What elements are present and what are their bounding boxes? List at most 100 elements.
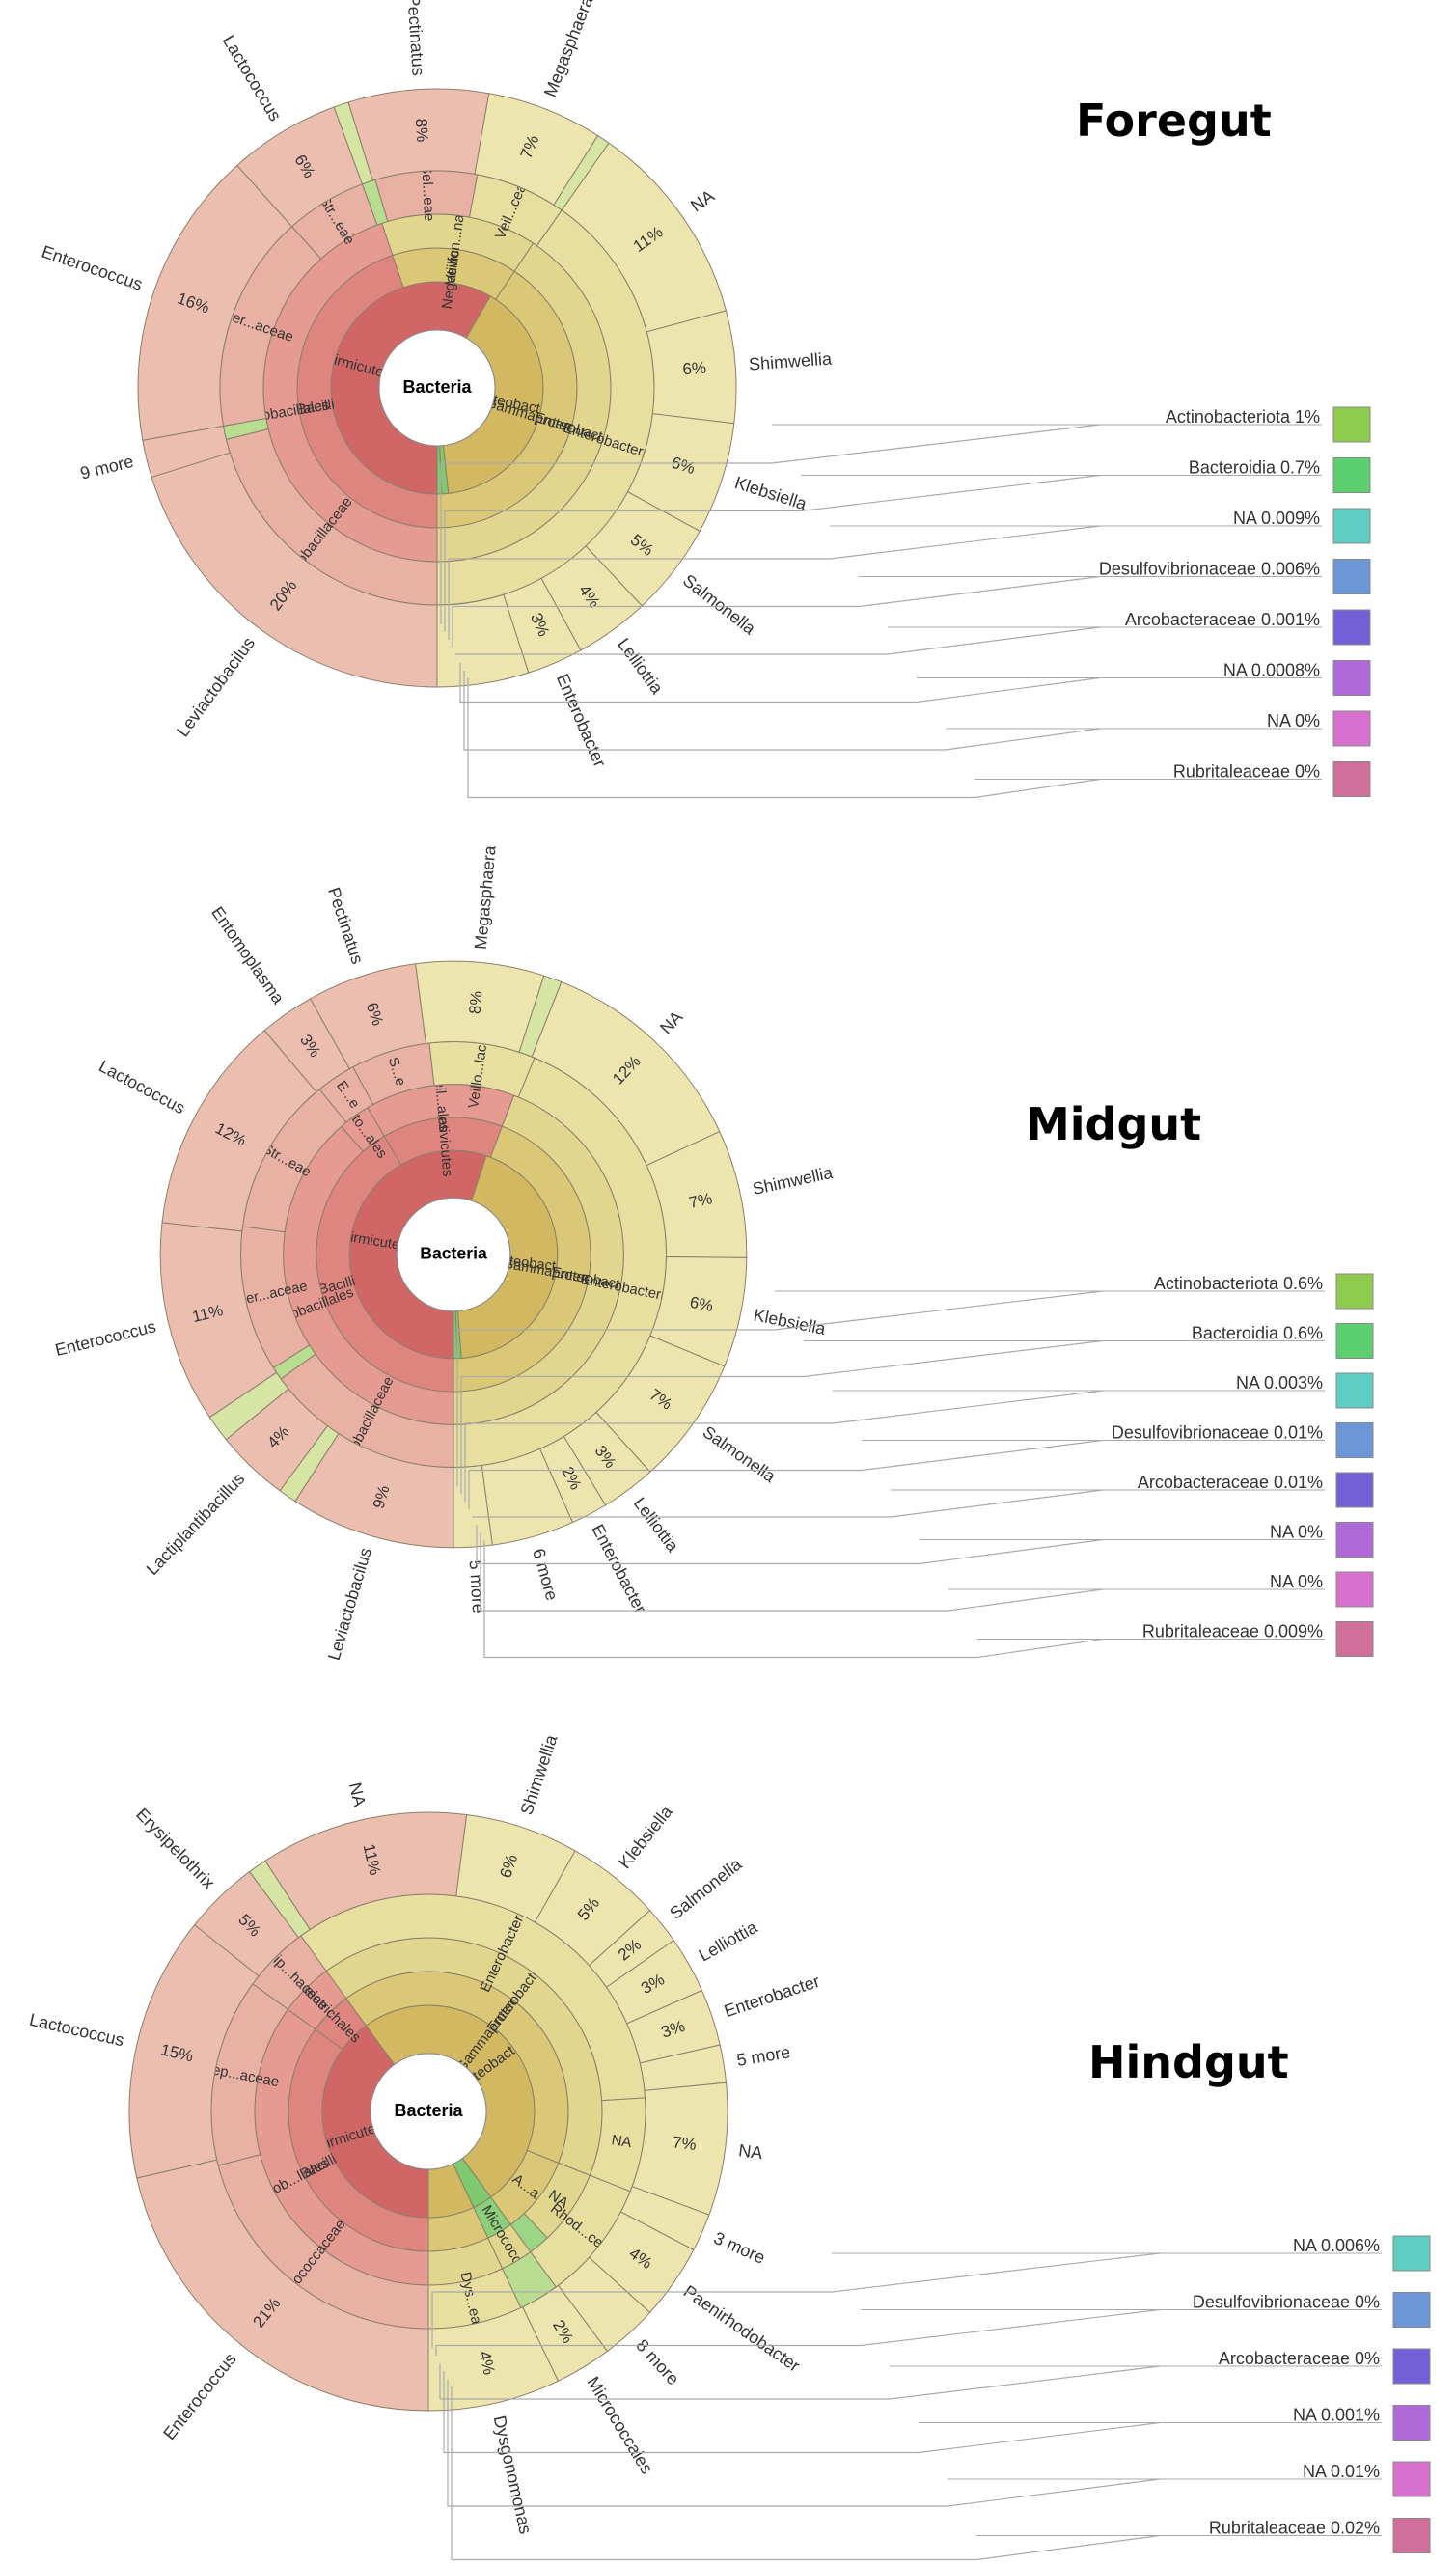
legend-swatch xyxy=(1392,2235,1431,2272)
genus-label: 7% xyxy=(672,2133,698,2154)
legend-label: NA 0.01% xyxy=(1303,2462,1380,2481)
legend-swatch xyxy=(1332,508,1371,544)
legend-label: Desulfovibrionaceae 0.006% xyxy=(1099,560,1320,579)
legend-swatch xyxy=(1335,1273,1374,1310)
genus-label: 7% xyxy=(687,1189,714,1212)
genus-name-label: Dysgonomonas xyxy=(490,2413,536,2535)
genus-name-label: 5 more xyxy=(465,1559,488,1613)
genus-name-label: Lactococcus xyxy=(219,32,286,124)
genus-segment[interactable] xyxy=(427,2306,560,2412)
legend-connector xyxy=(443,2371,1161,2454)
legend-swatch xyxy=(1335,1372,1374,1409)
genus-name-label: Enterobacter xyxy=(588,1521,650,1616)
center-label: Bacteria xyxy=(402,377,472,397)
genus-name-label: Salmonella xyxy=(679,570,759,639)
genus-name-label: Enterococcus xyxy=(40,242,146,294)
legend-label: Arcobacteraceae 0% xyxy=(1219,2349,1380,2368)
legend-connector xyxy=(431,2252,1161,2348)
genus-segment[interactable] xyxy=(453,1464,493,1549)
legend-swatch xyxy=(1335,1522,1374,1558)
center-label: Bacteria xyxy=(420,1244,487,1263)
legend-label: Arcobacteraceae 0.001% xyxy=(1125,610,1320,629)
genus-name-label: Leviactobacilus xyxy=(173,633,259,740)
sunburst-2: FirmicutesProteobacteriaBacilliGammaprot… xyxy=(28,1731,822,2535)
genus-name-label: Shimwellia xyxy=(748,348,833,373)
genus-name-label: Lactococcus xyxy=(28,2010,126,2051)
legend-swatch xyxy=(1392,2348,1431,2385)
legend-label: Desulfovibrionaceae 0.01% xyxy=(1112,1423,1323,1443)
genus-name-label: Klebsiella xyxy=(615,1802,676,1872)
genus-name-label: Pectinatus xyxy=(324,885,368,967)
genus-label: 8% xyxy=(465,990,485,1015)
legend-connector xyxy=(467,678,1101,799)
genus-name-label: Klebsiella xyxy=(752,1305,827,1338)
genus-name-label: Lactiplantibacillus xyxy=(143,1469,249,1579)
family-label: NA xyxy=(610,2132,632,2151)
legend-label: Bacteroidia 0.7% xyxy=(1189,458,1320,478)
genus-name-label: Shimwellia xyxy=(751,1163,835,1199)
legend-label: NA 0.001% xyxy=(1293,2406,1380,2425)
legend-label: Actinobacteriota 1% xyxy=(1166,407,1320,427)
genus-name-label: 6 more xyxy=(529,1546,562,1602)
legend-swatch xyxy=(1335,1323,1374,1359)
legend-label: Rubritaleaceae 0% xyxy=(1173,762,1320,782)
legend-swatch xyxy=(1335,1621,1374,1657)
legend-connector xyxy=(468,1439,1104,1510)
legend-swatch xyxy=(1335,1571,1374,1608)
genus-name-label: Enterococcus xyxy=(53,1316,158,1360)
legend-connector xyxy=(460,1339,1104,1495)
legend-connector xyxy=(483,1540,1104,1659)
legend-connector xyxy=(464,1390,1104,1503)
midgut-title: Midgut xyxy=(1026,1098,1202,1150)
sunburst-0: FirmicutesProteobacteriaBacilliNegativic… xyxy=(40,0,834,770)
legend-swatch xyxy=(1332,559,1371,594)
legend-swatch xyxy=(1335,1472,1374,1508)
legend-connector xyxy=(456,1290,1104,1487)
hindgut-title: Hindgut xyxy=(1088,2036,1289,2088)
legend-label: Desulfovibrionaceae 0% xyxy=(1193,2293,1380,2312)
legend-label: NA 0.0008% xyxy=(1223,661,1320,680)
legend-label: Bacteroidia 0.6% xyxy=(1192,1324,1323,1343)
legend-swatch xyxy=(1332,406,1371,443)
legend-swatch xyxy=(1332,710,1371,747)
genus-name-label: Enterobacter xyxy=(722,1972,822,2021)
genus-name-label: Paenirhodobacter xyxy=(680,2281,804,2376)
genus-name-label: Pectinatus xyxy=(403,0,427,76)
genus-name-label: Leviactobacilus xyxy=(324,1545,375,1662)
genus-name-label: Entomoplasma xyxy=(207,903,288,1007)
legend-connector xyxy=(447,2379,1161,2507)
genus-name-label: NA xyxy=(737,2140,763,2163)
genus-label: 6% xyxy=(688,1293,715,1315)
genus-name-label: Shimwellia xyxy=(516,1731,561,1817)
genus-name-label: Megasphaera xyxy=(471,844,500,950)
legend-swatch xyxy=(1332,660,1371,696)
legend-label: NA 0.009% xyxy=(1233,509,1320,528)
genus-name-label: Lactococcus xyxy=(96,1057,188,1118)
legend-connector xyxy=(472,1489,1104,1518)
legend-label: Rubritaleaceae 0.02% xyxy=(1209,2519,1380,2538)
genus-name-label: NA xyxy=(687,186,718,216)
legend-label: Rubritaleaceae 0.009% xyxy=(1142,1622,1323,1641)
legend-connector xyxy=(440,424,1101,624)
legend-swatch xyxy=(1332,457,1371,493)
foregut-title: Foregut xyxy=(1076,95,1272,147)
legend-connector xyxy=(463,671,1101,751)
family-label: Sel...eae xyxy=(418,164,437,222)
legend-connector xyxy=(476,1525,1104,1565)
center-circle xyxy=(378,329,496,447)
genus-name-label: NA xyxy=(656,1007,687,1038)
genus-name-label: 9 more xyxy=(78,452,135,483)
sunburst-1: FirmicutesProteobacteriaBacilliNegativic… xyxy=(53,844,835,1663)
genus-name-label: 3 more xyxy=(711,2228,768,2268)
legend-label: NA 0.006% xyxy=(1293,2236,1380,2255)
genus-name-label: Lelliottia xyxy=(614,635,668,699)
genus-name-label: Klebsiella xyxy=(732,473,810,514)
genus-name-label: Enterobacter xyxy=(553,671,610,770)
center-circle xyxy=(370,2053,487,2170)
center-circle xyxy=(396,1197,511,1312)
class-label: Bacilli xyxy=(295,396,335,418)
order-label: Veil...ales xyxy=(430,1070,451,1132)
legend-label: NA 0% xyxy=(1270,1572,1323,1591)
